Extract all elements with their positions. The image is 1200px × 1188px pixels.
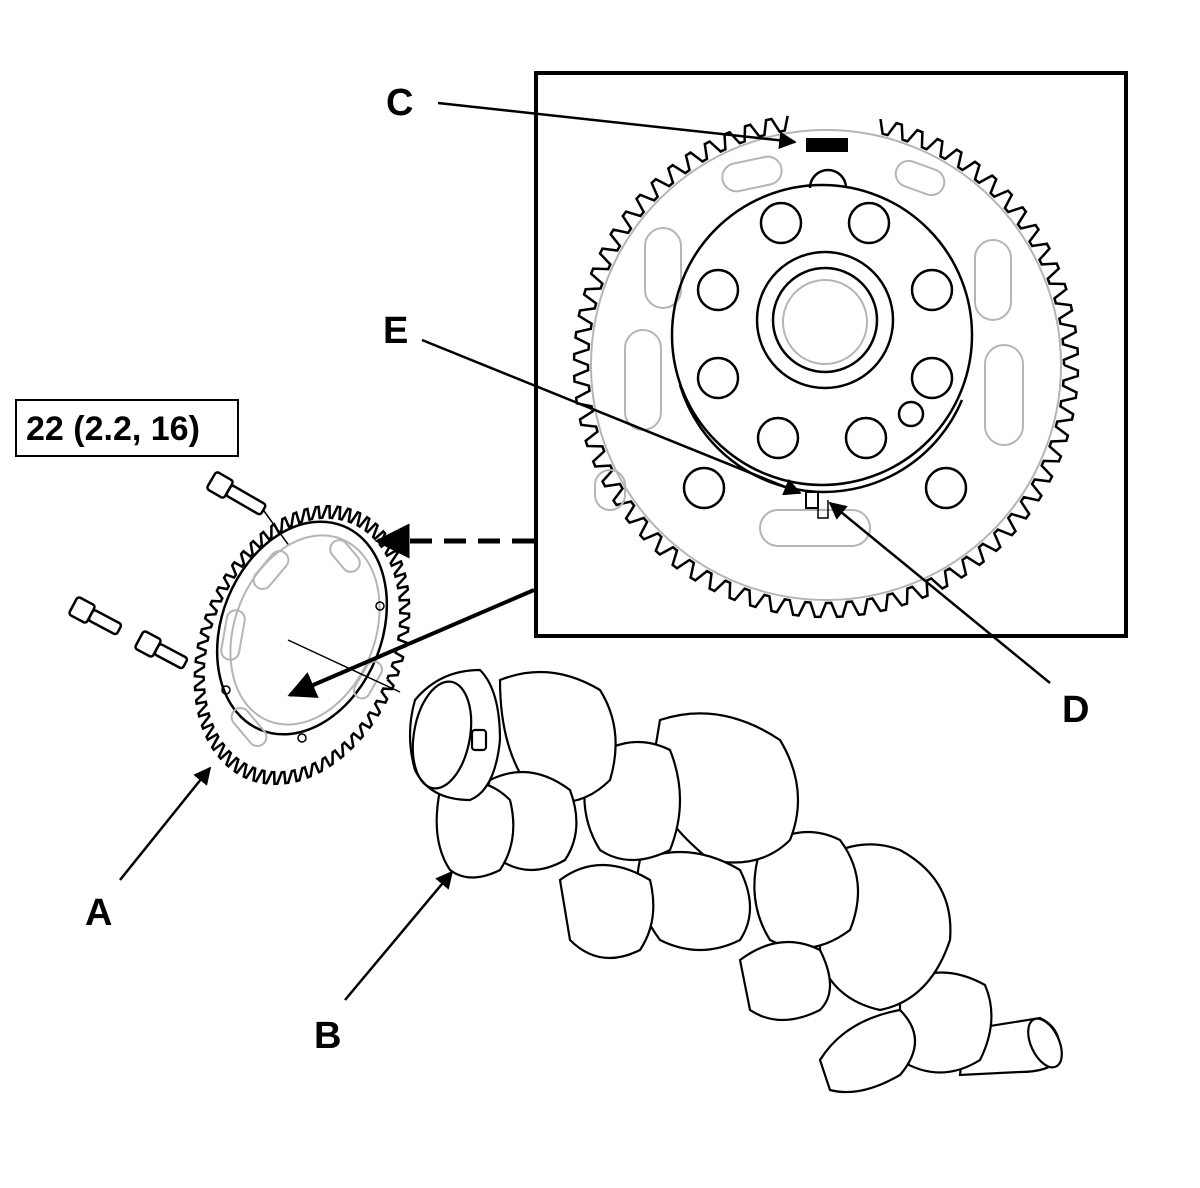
bolt-lower [134, 630, 189, 670]
leader-lines [119, 101, 1051, 1001]
callout-b: B [314, 1015, 341, 1057]
detail-frame [534, 71, 1128, 638]
ring-mount-holes [682, 168, 968, 510]
detail-solid-leader [287, 588, 535, 698]
callout-a: A [85, 892, 112, 934]
reluctor-ring-inner-edge [590, 129, 1062, 601]
callout-e: E [383, 310, 408, 352]
alignment-pin-e [805, 491, 819, 509]
hub-center-bore [771, 266, 879, 374]
small-ring-slots [220, 539, 383, 747]
callout-c: C [386, 82, 413, 124]
callout-d: D [1062, 689, 1089, 731]
small-ring-bore-inner [229, 534, 381, 726]
bolt-upper [206, 471, 290, 547]
bolt-middle [68, 596, 123, 636]
alignment-mark-c [806, 138, 848, 152]
hub-center-inner [782, 279, 868, 365]
torque-spec-text: 22 (2.2, 16) [26, 410, 200, 448]
bolts [68, 471, 290, 670]
reluctor-ring-teeth [572, 115, 1080, 619]
reluctor-ring-slots [594, 155, 1024, 547]
hub-center-boss [755, 250, 895, 390]
hub-bolt-holes [696, 201, 954, 460]
torque-spec-box: 22 (2.2, 16) [15, 399, 239, 457]
detail-view [534, 71, 1128, 638]
alignment-notch-d [817, 500, 829, 519]
hub-outer [670, 183, 974, 487]
crankshaft-b [408, 668, 1063, 1094]
